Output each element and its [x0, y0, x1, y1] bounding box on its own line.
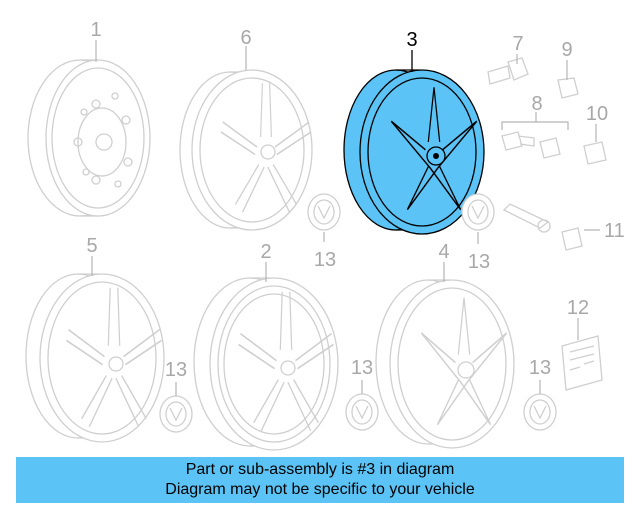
callout-13-d: 13	[351, 357, 373, 379]
center-cap-13-c[interactable]	[159, 382, 193, 433]
center-cap-13-d[interactable]	[345, 380, 379, 431]
callout-4: 4	[438, 241, 449, 263]
wheel-1[interactable]	[27, 40, 151, 217]
banner-line-1: Part or sub-assembly is #3 in diagram	[185, 461, 455, 478]
lug-bolt-7[interactable]	[487, 54, 529, 85]
callout-13-a: 13	[314, 249, 336, 271]
banner-line-2: Diagram may not be specific to your vehi…	[165, 481, 475, 498]
callout-13-e: 13	[529, 357, 551, 379]
cap-9[interactable]	[557, 60, 579, 99]
callout-3: 3	[406, 29, 417, 51]
callout-7: 7	[512, 33, 523, 55]
tire-label-12[interactable]	[561, 318, 603, 391]
callout-2: 2	[260, 241, 271, 263]
callout-9: 9	[561, 39, 572, 61]
wheel-6[interactable]	[179, 46, 313, 231]
callout-8: 8	[531, 93, 542, 115]
callout-6: 6	[240, 27, 251, 49]
cap-10[interactable]	[583, 124, 607, 165]
center-cap-13-b[interactable]	[461, 193, 495, 244]
callout-12: 12	[567, 297, 589, 319]
valve-stem-11[interactable]	[502, 203, 600, 251]
center-cap-13-e[interactable]	[523, 380, 557, 431]
wheel-5[interactable]	[25, 256, 165, 443]
wheel-3-highlighted[interactable]	[343, 50, 485, 235]
callout-11: 11	[604, 220, 625, 242]
callout-13-b: 13	[468, 251, 490, 273]
wheel-2[interactable]	[193, 262, 339, 451]
callout-1: 1	[90, 19, 101, 41]
wheel-4[interactable]	[375, 262, 515, 449]
wheel-lock-set-8[interactable]	[501, 112, 569, 159]
info-banner: Part or sub-assembly is #3 in diagram Di…	[16, 457, 624, 503]
callout-10: 10	[586, 103, 608, 125]
callout-13-c: 13	[165, 359, 187, 381]
center-cap-13-a[interactable]	[307, 193, 341, 242]
callout-5: 5	[86, 235, 97, 257]
